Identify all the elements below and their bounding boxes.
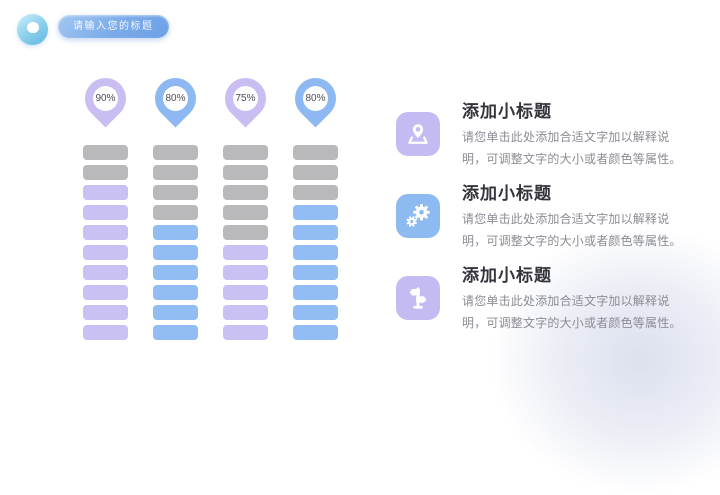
segment-blue — [153, 265, 198, 280]
percent-label: 80% — [165, 93, 186, 104]
percent-pin-icon: 80% — [286, 69, 345, 128]
segment-blue — [153, 325, 198, 340]
percent-label: 80% — [305, 93, 326, 104]
segment-purple — [223, 305, 268, 320]
segment-gray — [153, 145, 198, 160]
segment-gray — [153, 165, 198, 180]
segment-blue — [153, 225, 198, 240]
donut-logo-hole — [27, 21, 39, 33]
segment-purple — [83, 205, 128, 220]
segment-stack — [153, 145, 198, 340]
segment-stack — [83, 145, 128, 340]
percent-pin-inner: 75% — [233, 86, 258, 111]
percent-pin-icon: 80% — [146, 69, 205, 128]
percent-pin-inner: 80% — [163, 86, 188, 111]
segment-gray — [293, 165, 338, 180]
segment-blue — [153, 245, 198, 260]
segment-blue — [293, 225, 338, 240]
segment-gray — [83, 145, 128, 160]
info-text: 添加小标题 请您单击此处添加合适文字加以解释说 明，可调整文字的大小或者颜色等属… — [462, 100, 694, 170]
segment-gray — [293, 185, 338, 200]
segment-stack — [293, 145, 338, 340]
segment-purple — [83, 245, 128, 260]
info-text: 添加小标题 请您单击此处添加合适文字加以解释说 明，可调整文字的大小或者颜色等属… — [462, 182, 694, 252]
segment-purple — [83, 265, 128, 280]
chart-column: 80% — [286, 69, 345, 345]
segment-gray — [223, 185, 268, 200]
info-title[interactable]: 添加小标题 — [462, 184, 552, 203]
segment-stack — [223, 145, 268, 340]
info-text: 添加小标题 请您单击此处添加合适文字加以解释说 明，可调整文字的大小或者颜色等属… — [462, 264, 694, 334]
map-pin-icon — [396, 112, 440, 156]
percent-label: 75% — [235, 93, 256, 104]
segment-gray — [223, 205, 268, 220]
segment-blue — [293, 305, 338, 320]
info-body[interactable]: 请您单击此处添加合适文字加以解释说 明，可调整文字的大小或者颜色等属性。 — [462, 212, 682, 248]
info-list: 添加小标题 请您单击此处添加合适文字加以解释说 明，可调整文字的大小或者颜色等属… — [396, 100, 696, 346]
segment-blue — [153, 285, 198, 300]
percent-pin-icon: 75% — [216, 69, 275, 128]
segment-blue — [293, 325, 338, 340]
segment-purple — [223, 265, 268, 280]
chart-column: 80% — [146, 69, 205, 345]
segment-purple — [83, 185, 128, 200]
segment-gray — [223, 225, 268, 240]
info-body[interactable]: 请您单击此处添加合适文字加以解释说 明，可调整文字的大小或者颜色等属性。 — [462, 294, 682, 330]
segment-purple — [83, 225, 128, 240]
segment-gray — [293, 145, 338, 160]
percent-label: 90% — [95, 93, 116, 104]
segment-purple — [223, 245, 268, 260]
segment-blue — [153, 305, 198, 320]
info-title[interactable]: 添加小标题 — [462, 266, 552, 285]
info-block: 添加小标题 请您单击此处添加合适文字加以解释说 明，可调整文字的大小或者颜色等属… — [396, 264, 696, 334]
segment-gray — [223, 145, 268, 160]
segment-gray — [153, 185, 198, 200]
info-block: 添加小标题 请您单击此处添加合适文字加以解释说 明，可调整文字的大小或者颜色等属… — [396, 182, 696, 252]
chart-column: 75% — [216, 69, 275, 345]
segment-purple — [83, 285, 128, 300]
gears-icon — [396, 194, 440, 238]
segment-blue — [293, 245, 338, 260]
segment-blue — [293, 285, 338, 300]
percent-pin-inner: 90% — [93, 86, 118, 111]
chart-column: 90% — [76, 69, 135, 345]
chart-columns: 90% 80% 75% 80% — [76, 69, 345, 345]
segment-blue — [293, 205, 338, 220]
info-title[interactable]: 添加小标题 — [462, 102, 552, 121]
percent-pin-inner: 80% — [303, 86, 328, 111]
segment-blue — [293, 265, 338, 280]
segment-gray — [83, 165, 128, 180]
donut-logo-icon — [17, 14, 48, 45]
segment-gray — [153, 205, 198, 220]
signpost-icon — [396, 276, 440, 320]
segment-purple — [83, 325, 128, 340]
segment-gray — [223, 165, 268, 180]
segment-purple — [223, 285, 268, 300]
segment-purple — [223, 325, 268, 340]
slide-title-placeholder[interactable]: 请输入您的标题 — [58, 15, 169, 38]
info-block: 添加小标题 请您单击此处添加合适文字加以解释说 明，可调整文字的大小或者颜色等属… — [396, 100, 696, 170]
percent-pin-icon: 90% — [76, 69, 135, 128]
segment-purple — [83, 305, 128, 320]
info-body[interactable]: 请您单击此处添加合适文字加以解释说 明，可调整文字的大小或者颜色等属性。 — [462, 130, 682, 166]
